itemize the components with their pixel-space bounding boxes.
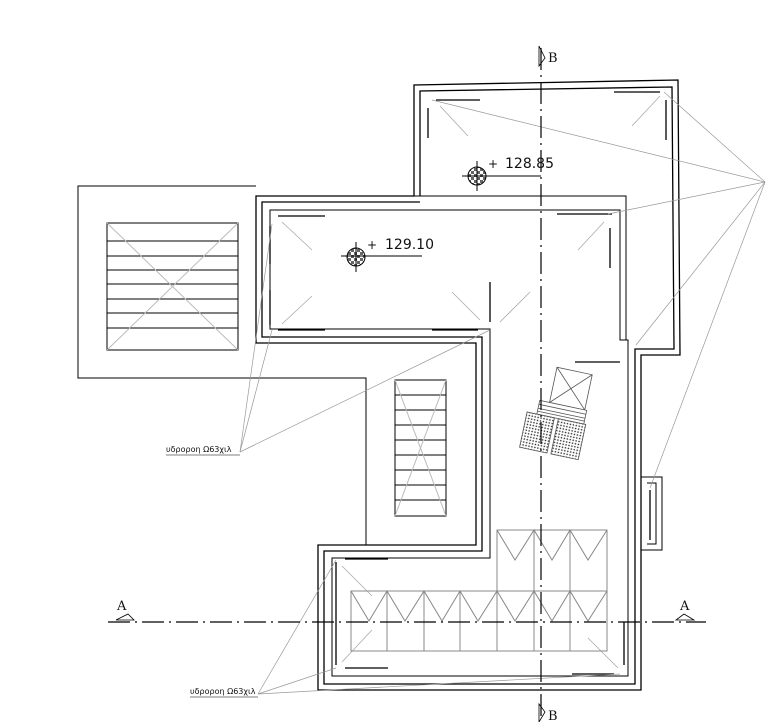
- section-lines: [108, 48, 706, 718]
- solar-water-heater: [519, 366, 593, 461]
- svg-text:B: B: [548, 709, 558, 722]
- svg-text:υδροροη Ω63χιλ: υδροροη Ω63χιλ: [166, 445, 232, 454]
- svg-text:υδροροη Ω63χιλ: υδροροη Ω63χιλ: [190, 687, 256, 696]
- solar-panels: [350, 529, 608, 652]
- section-marker-b-bottom: B: [538, 702, 558, 722]
- corner-marks: [269, 91, 667, 675]
- stair-middle: [394, 379, 447, 517]
- svg-text:128.85: 128.85: [505, 156, 554, 172]
- section-marker-a-right: A: [674, 599, 696, 621]
- roof-outline: [255, 79, 681, 691]
- roof-slope-lines: [281, 95, 661, 669]
- spot-elevation-lower: + 129.10: [341, 237, 434, 272]
- terrace-outline: [77, 185, 367, 545]
- svg-text:A: A: [116, 599, 127, 614]
- svg-text:A: A: [679, 599, 690, 614]
- spot-elevation-upper: + 128.85: [462, 156, 554, 191]
- svg-text:129.10: 129.10: [385, 237, 434, 253]
- section-marker-a-left: A: [115, 599, 135, 621]
- section-marker-b-top: B: [538, 45, 558, 68]
- svg-text:+: +: [488, 157, 498, 171]
- svg-text:B: B: [548, 51, 558, 66]
- svg-text:+: +: [367, 238, 377, 252]
- gutter-leaders: [239, 91, 766, 695]
- stair-left: [106, 222, 239, 351]
- gutter-label-1: υδροροη Ω63χιλ: [166, 445, 240, 456]
- gutter-label-2: υδροροη Ω63χιλ: [190, 687, 258, 698]
